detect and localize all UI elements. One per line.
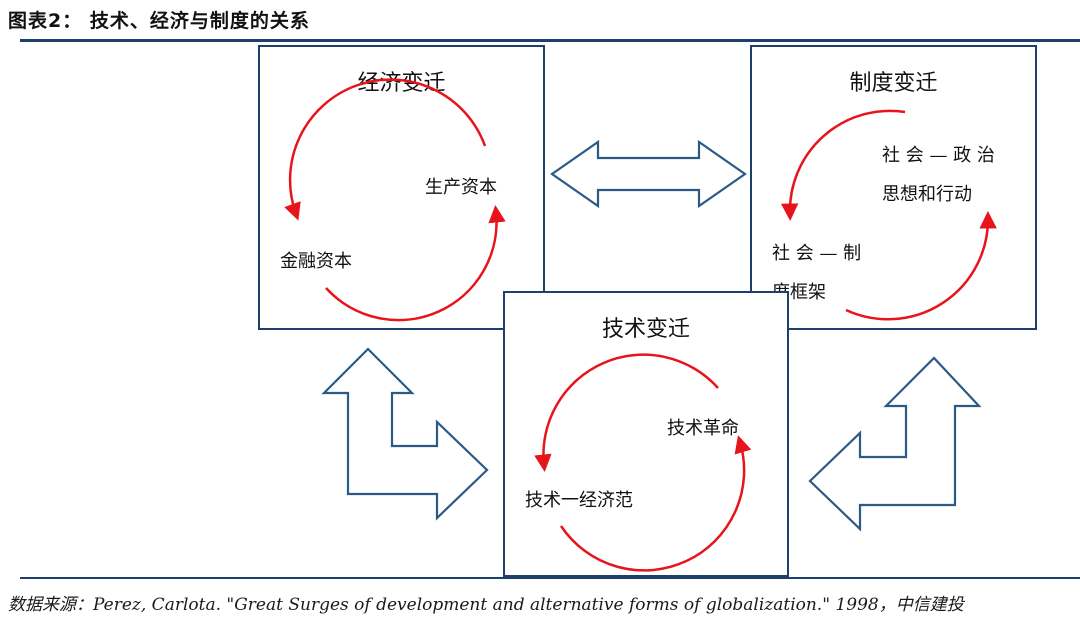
economic-institutional-double-arrow: [550, 139, 747, 209]
ideas-and-action-label: 思想和行动: [882, 184, 972, 205]
technological-change-box: 技术变迁 技术革命 技术一经济范: [503, 291, 789, 577]
socio-institutional-label: 社 会 — 制: [772, 243, 862, 264]
source-note: 数据来源：Perez, Carlota. "Great Surges of de…: [8, 595, 964, 615]
economic-change-title: 经济变迁: [357, 71, 446, 96]
institutional-technological-bent-arrow: [808, 356, 982, 532]
institutional-cycle-arrow-upper: [780, 109, 906, 221]
technological-change-title: 技术变迁: [601, 317, 690, 342]
productive-capital-label: 生产资本: [425, 177, 497, 198]
economic-cycle-arrow-upper: [284, 78, 487, 221]
financial-capital-label: 金融资本: [280, 251, 352, 272]
economic-technological-bent-arrow: [321, 347, 489, 521]
economic-change-box: 经济变迁 生产资本 金融资本: [258, 45, 545, 330]
header-rule: [20, 39, 1080, 42]
technological-cycle-arrow-lower: [559, 435, 752, 572]
economic-cycle-arrow-lower: [325, 205, 506, 322]
techno-economic-paradigm-label: 技术一经济范: [525, 490, 633, 511]
institutional-change-title: 制度变迁: [849, 71, 938, 96]
socio-political-label: 社 会 — 政 治: [882, 145, 995, 166]
technological-revolution-label: 技术革命: [667, 418, 739, 439]
footer-rule: [20, 577, 1080, 579]
technological-cycle-arrow-upper: [534, 353, 719, 472]
institutional-change-box: 制度变迁 社 会 — 政 治 思想和行动 社 会 — 制 度框架: [750, 45, 1037, 330]
figure-title: 图表2： 技术、经济与制度的关系: [8, 10, 310, 32]
institutional-cycle-arrow-lower: [845, 211, 997, 321]
